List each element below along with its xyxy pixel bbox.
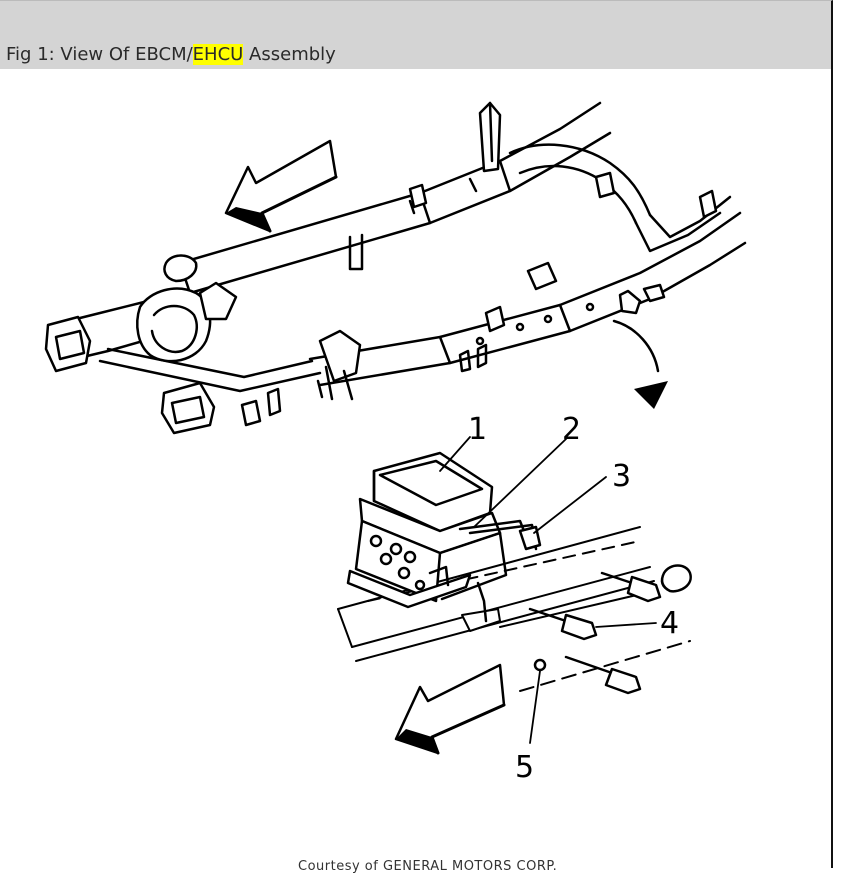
detail-mount [337, 526, 691, 692]
callout-3: 3 [612, 459, 631, 494]
title-highlight: EHCU [192, 44, 244, 65]
forward-arrow-bottom [394, 663, 506, 755]
title-suffix: Assembly [243, 44, 336, 65]
callout-2: 2 [562, 412, 581, 447]
title-prefix: Fig 1: View Of EBCM/ [6, 44, 193, 65]
callout-1: 1 [468, 412, 487, 447]
forward-arrow-top [224, 139, 338, 233]
vehicle-frame [44, 101, 747, 435]
ebcm-module [346, 451, 542, 623]
title-bar: Fig 1: View Of EBCM/EHCU Assembly [0, 1, 831, 69]
leader-lines [439, 436, 657, 744]
nut [533, 658, 547, 672]
figure-title: Fig 1: View Of EBCM/EHCU Assembly [6, 43, 336, 67]
ebcm-assembly-diagram: 1 2 3 4 5 [44, 101, 747, 785]
callout-5: 5 [515, 750, 534, 785]
detail-arrow [612, 319, 668, 409]
callout-4: 4 [660, 606, 679, 641]
figure-credit: Courtesy of GENERAL MOTORS CORP. [298, 859, 558, 874]
bolts [528, 564, 692, 695]
